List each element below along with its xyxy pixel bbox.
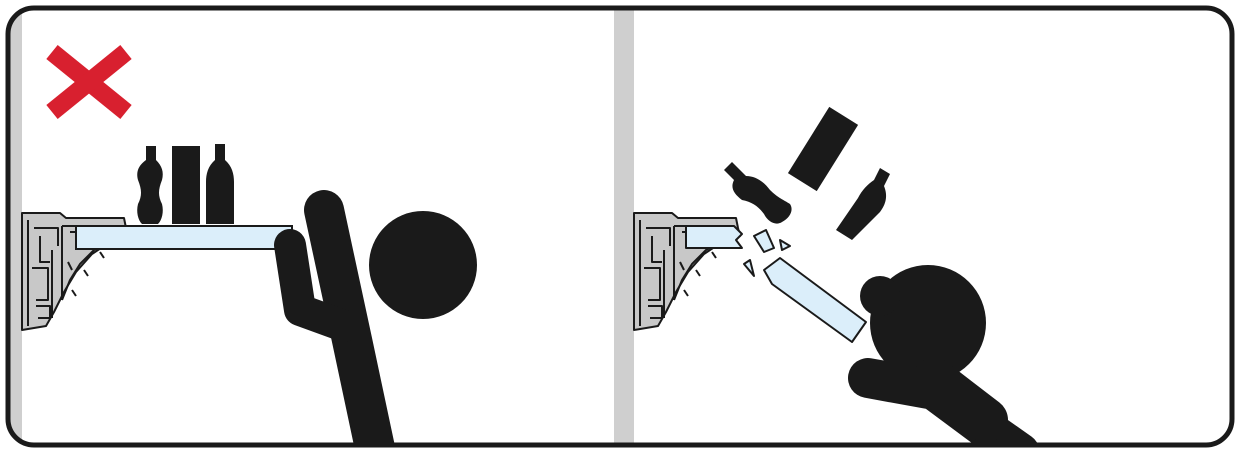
glass-shard-icon <box>779 239 791 251</box>
person-icon <box>274 190 477 445</box>
glass-shard-icon <box>753 229 775 253</box>
person-arm <box>274 229 360 342</box>
glass-shard-icon <box>743 259 755 277</box>
falling-bottle-icon <box>836 168 890 240</box>
falling-glass-plate-icon <box>763 257 867 343</box>
bottle-icon <box>206 144 234 224</box>
person-torso <box>912 358 1008 442</box>
red-x-icon <box>46 45 132 119</box>
panel-divider <box>614 8 634 445</box>
frame-border <box>5 5 1235 448</box>
person-body <box>304 190 396 445</box>
panel-left <box>21 45 477 445</box>
person-head <box>369 211 477 319</box>
left-wall-strip <box>8 8 22 445</box>
box-icon <box>172 146 200 224</box>
falling-box-icon <box>787 106 859 192</box>
broken-glass-shelf-icon <box>685 225 743 249</box>
falling-bottle-icon <box>724 162 792 224</box>
bottle-icon <box>137 146 163 224</box>
person-hand <box>860 276 900 316</box>
glass-shelf-icon <box>75 225 293 250</box>
